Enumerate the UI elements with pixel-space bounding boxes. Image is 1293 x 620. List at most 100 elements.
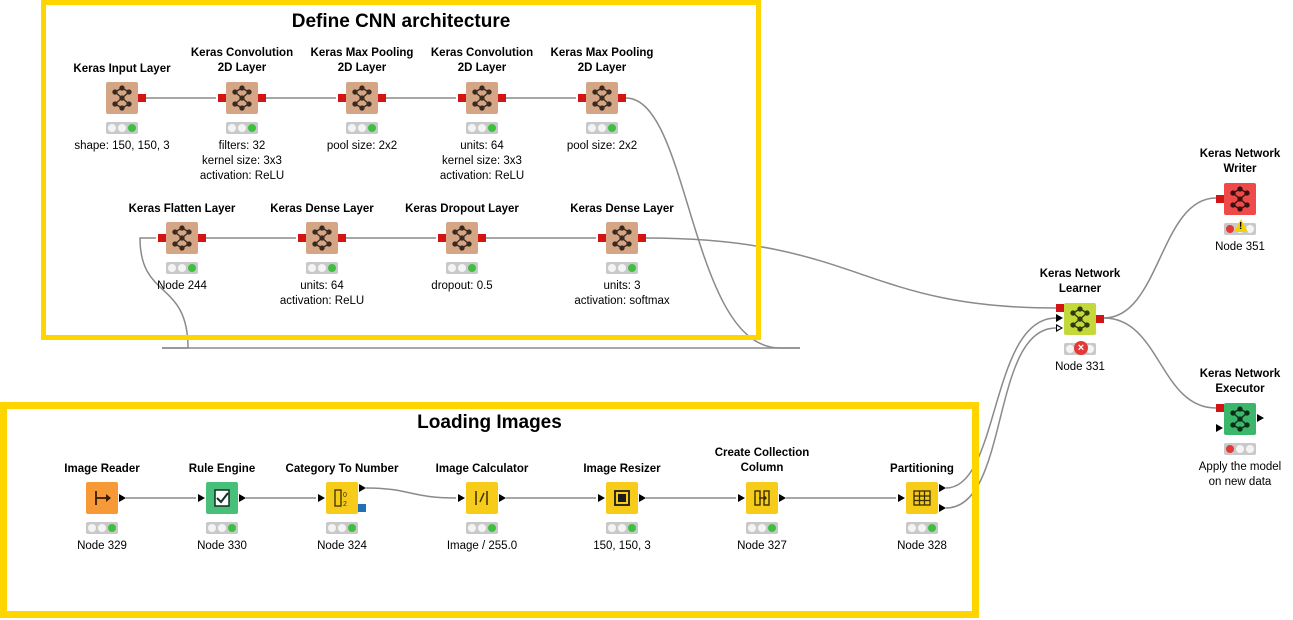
output-port[interactable] [638, 234, 646, 242]
resize-icon[interactable] [606, 482, 638, 514]
node-status [446, 262, 478, 274]
input-port[interactable] [158, 234, 166, 242]
node-title: Category To Number [285, 463, 399, 475]
node-status [166, 262, 198, 274]
input-port[interactable] [318, 494, 325, 502]
output-port[interactable] [258, 94, 266, 102]
output-port[interactable] [498, 94, 506, 102]
input-port[interactable] [578, 94, 586, 102]
network-icon[interactable] [1224, 403, 1256, 435]
output-port[interactable] [198, 234, 206, 242]
network-icon[interactable] [306, 222, 338, 254]
node-title: Keras Dense Layer [570, 203, 674, 215]
network-icon[interactable] [166, 222, 198, 254]
network-icon[interactable] [1064, 303, 1096, 335]
node-label[interactable]: Node 331 [1055, 361, 1105, 373]
input-port[interactable] [598, 234, 606, 242]
node-label[interactable]: pool size: 2x2 [326, 140, 398, 152]
node-status [226, 122, 258, 134]
node-title: Keras Input Layer [73, 63, 171, 75]
node-status [86, 522, 118, 534]
collection-icon[interactable] [746, 482, 778, 514]
node-title: Partitioning [890, 463, 954, 475]
node-label[interactable]: pool size: 2x2 [566, 140, 638, 152]
input-port[interactable] [1216, 195, 1224, 203]
node-label[interactable]: Node 328 [897, 540, 947, 552]
warning-icon: ! [1234, 219, 1248, 232]
output-port[interactable] [239, 494, 246, 502]
node-label[interactable]: units: 64 kernel size: 3x3 activation: R… [439, 140, 525, 182]
model-input-port[interactable] [1216, 404, 1224, 412]
input-port[interactable] [438, 234, 446, 242]
node-title: Keras Convolution 2D Layer [430, 47, 534, 74]
node-label[interactable]: Image / 255.0 [446, 540, 518, 552]
output-port[interactable] [779, 494, 786, 502]
input-port[interactable] [598, 494, 605, 502]
input-port[interactable] [298, 234, 306, 242]
input-port[interactable] [458, 494, 465, 502]
node-label[interactable]: dropout: 0.5 [431, 280, 493, 292]
output-port-first[interactable] [939, 484, 946, 492]
network-icon[interactable] [606, 222, 638, 254]
output-port[interactable] [359, 484, 366, 492]
model-input-port[interactable] [1056, 304, 1064, 312]
output-port[interactable] [1257, 414, 1264, 422]
output-port-second[interactable] [939, 504, 946, 512]
model-output-port[interactable] [358, 504, 366, 512]
output-port[interactable] [119, 494, 126, 502]
node-title: Image Reader [64, 463, 140, 475]
network-icon[interactable] [346, 82, 378, 114]
node-label[interactable]: Node 329 [77, 540, 127, 552]
network-icon[interactable] [466, 82, 498, 114]
output-port[interactable] [499, 494, 506, 502]
output-port[interactable] [138, 94, 146, 102]
calculator-icon[interactable] [466, 482, 498, 514]
node-label[interactable]: Node 327 [737, 540, 787, 552]
node-label[interactable]: units: 3 activation: softmax [574, 280, 670, 307]
output-port[interactable] [478, 234, 486, 242]
network-icon[interactable] [106, 82, 138, 114]
output-port[interactable] [618, 94, 626, 102]
output-port[interactable] [639, 494, 646, 502]
output-port[interactable] [338, 234, 346, 242]
input-port[interactable] [458, 94, 466, 102]
node-title: Keras Network Learner [1039, 268, 1121, 295]
node-label[interactable]: shape: 150, 150, 3 [74, 140, 170, 152]
data-input-port[interactable] [1216, 424, 1223, 432]
node-status [326, 522, 358, 534]
rule-icon[interactable] [206, 482, 238, 514]
input-port[interactable] [898, 494, 905, 502]
node-status [106, 122, 138, 134]
input-port[interactable] [218, 94, 226, 102]
node-label[interactable]: Apply the model on new data [1198, 461, 1282, 488]
reader-icon[interactable] [86, 482, 118, 514]
network-icon[interactable] [1224, 183, 1256, 215]
node-label[interactable]: Node 351 [1215, 241, 1265, 253]
input-port[interactable] [198, 494, 205, 502]
network-icon[interactable] [586, 82, 618, 114]
node-label[interactable]: filters: 32 kernel size: 3x3 activation:… [199, 140, 285, 182]
node-label[interactable]: units: 64 activation: ReLU [279, 280, 365, 307]
node-title: Create Collection Column [714, 447, 810, 474]
node-title: Keras Flatten Layer [128, 203, 236, 215]
node-title: Keras Network Writer [1199, 148, 1281, 175]
node-title: Image Calculator [435, 463, 529, 475]
node-status [606, 262, 638, 274]
node-title: Keras Dropout Layer [405, 203, 519, 215]
training-data-port[interactable] [1056, 314, 1063, 322]
output-port[interactable] [378, 94, 386, 102]
node-label[interactable]: Node 244 [157, 280, 207, 292]
node-title: Rule Engine [188, 463, 256, 475]
validation-data-port[interactable] [1056, 324, 1063, 332]
node-label[interactable]: 150, 150, 3 [593, 540, 651, 552]
node-label[interactable]: Node 330 [197, 540, 247, 552]
node-title: Keras Max Pooling 2D Layer [310, 47, 414, 74]
network-icon[interactable] [446, 222, 478, 254]
input-port[interactable] [738, 494, 745, 502]
partition-icon[interactable] [906, 482, 938, 514]
output-port[interactable] [1096, 315, 1104, 323]
network-icon[interactable] [226, 82, 258, 114]
input-port[interactable] [338, 94, 346, 102]
node-label[interactable]: Node 324 [317, 540, 367, 552]
